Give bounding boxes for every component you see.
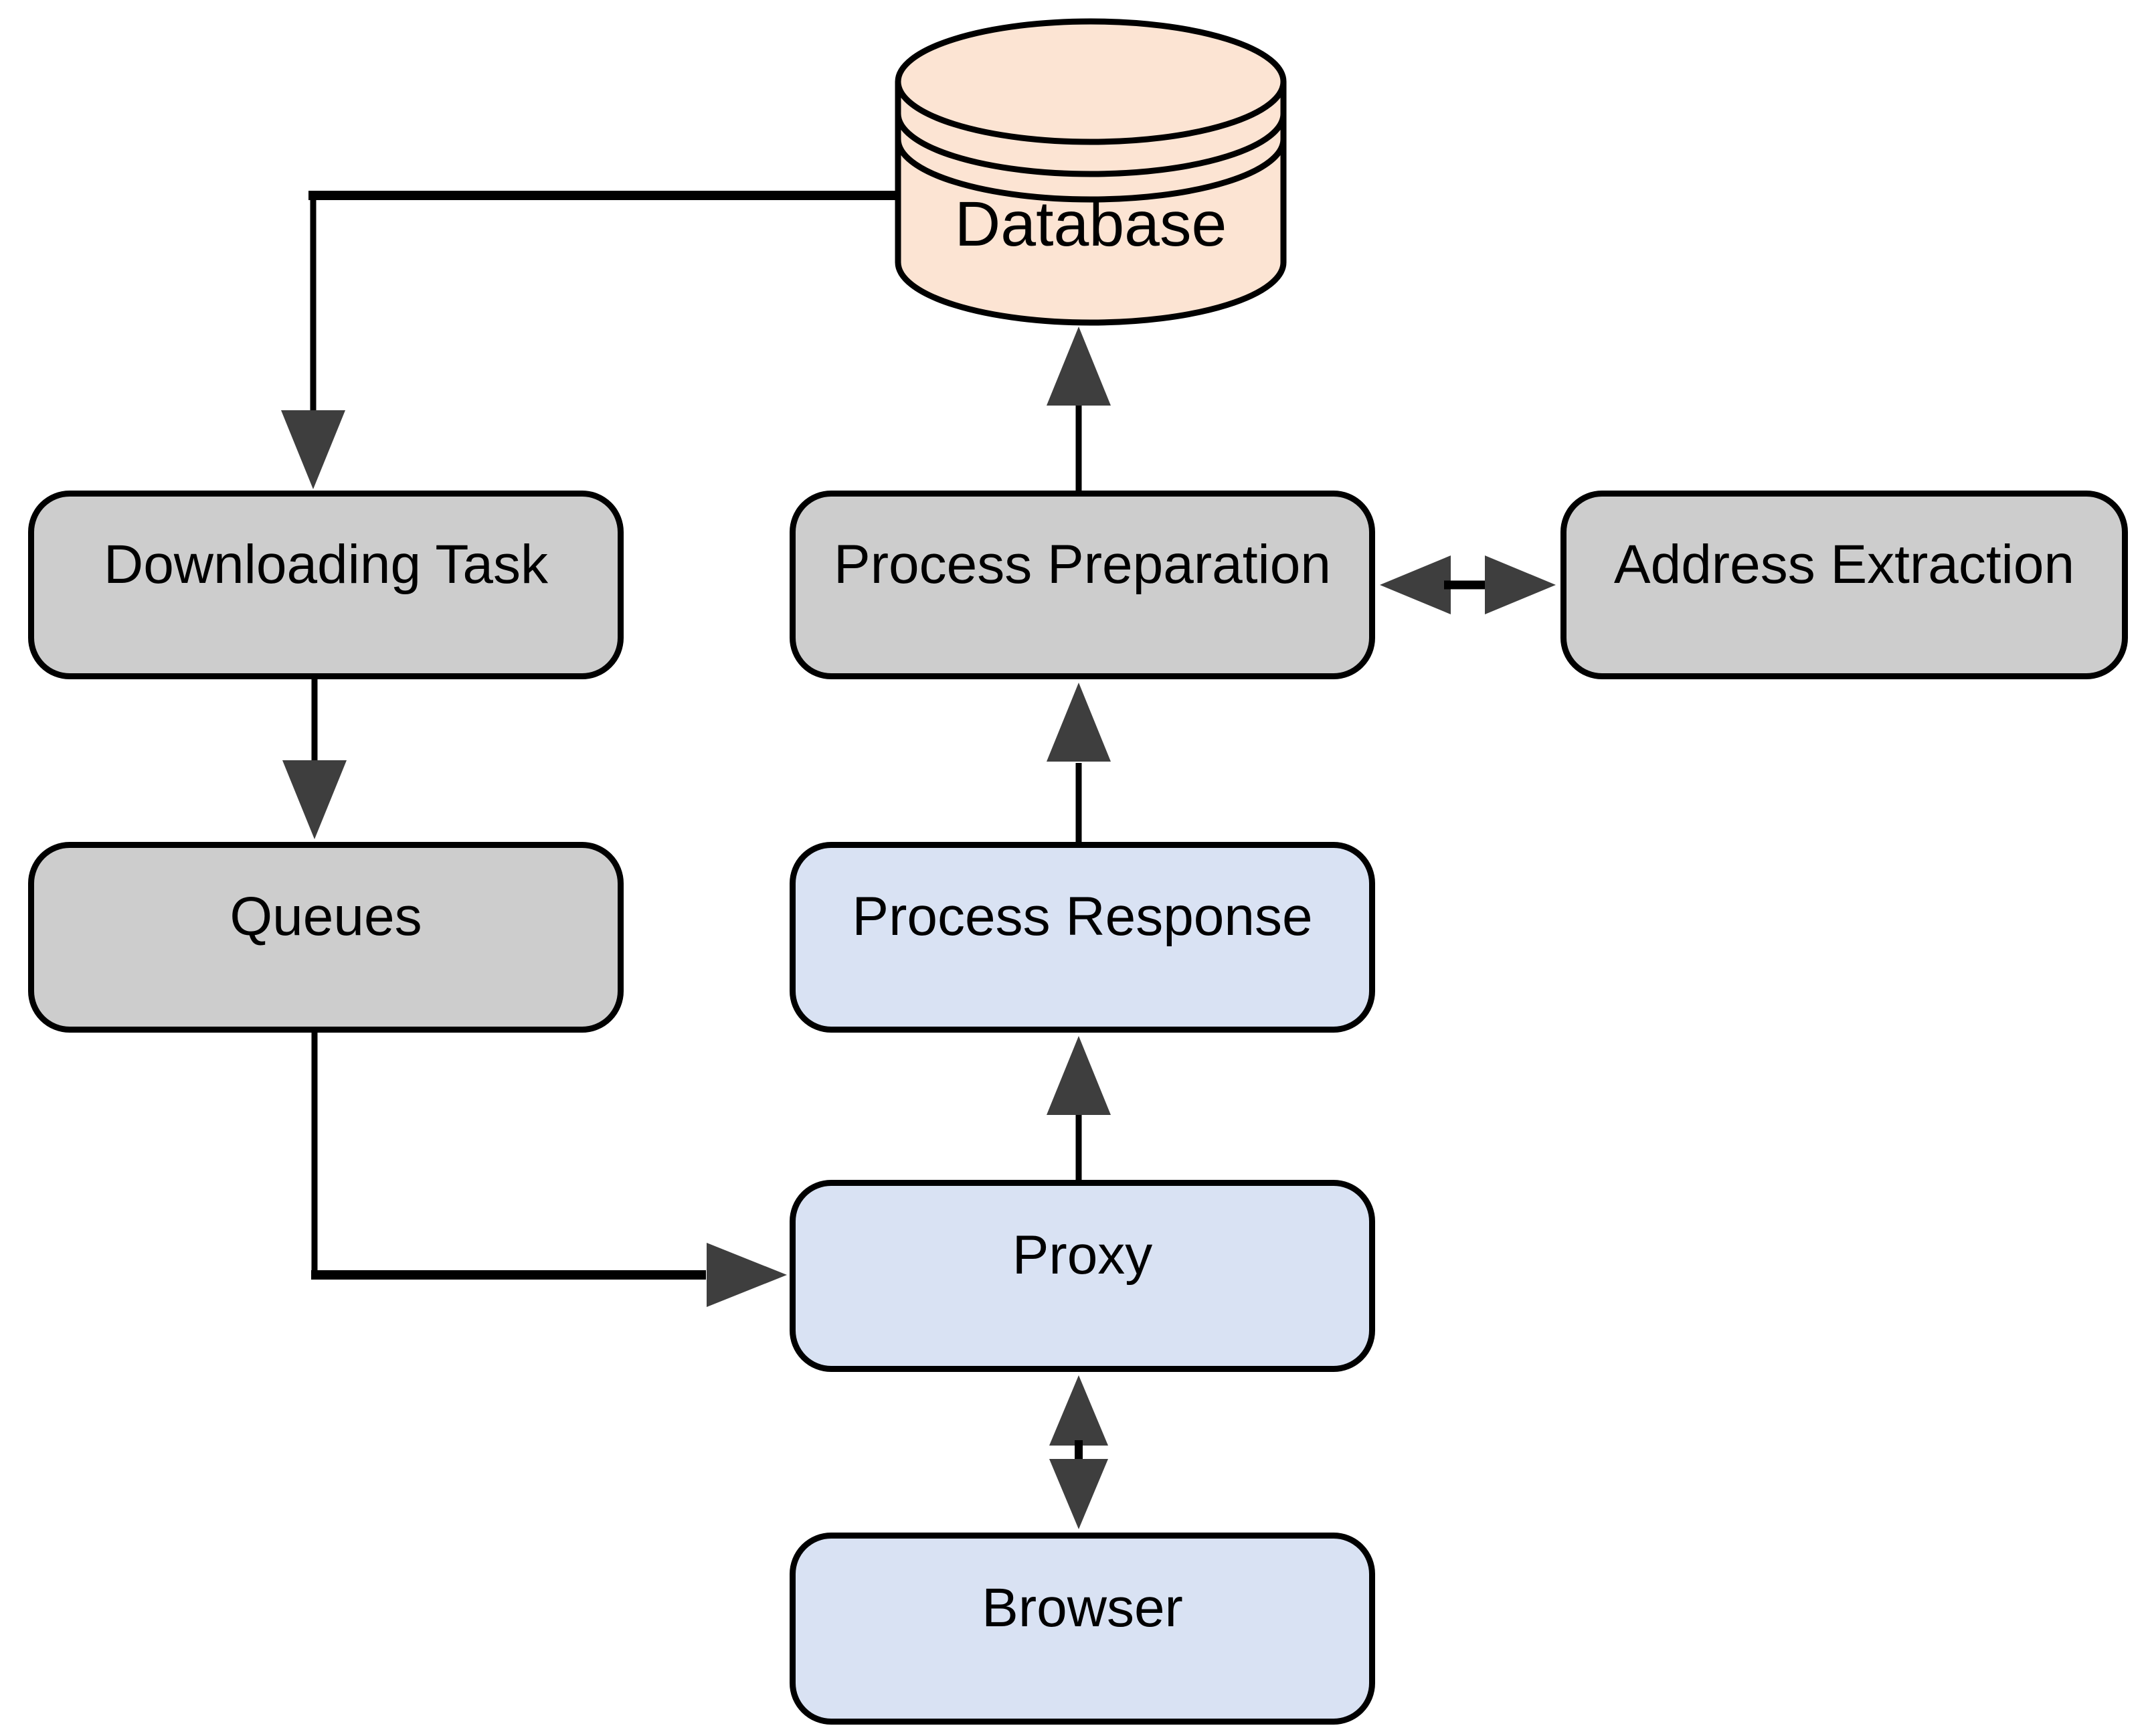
node-label: Queues — [230, 886, 422, 948]
arrowhead-down-icon — [1049, 1459, 1108, 1529]
node-downloading-task: Downloading Task — [28, 491, 624, 679]
arrowhead-down-icon — [281, 410, 345, 489]
node-label: Browser — [982, 1577, 1183, 1639]
arrowhead-up-icon — [1047, 1036, 1111, 1115]
arrowhead-right-icon — [1485, 555, 1556, 614]
node-label: Proxy — [1012, 1225, 1153, 1286]
node-label: Database — [954, 188, 1227, 260]
node-browser: Browser — [790, 1533, 1375, 1725]
database-cylinder-top — [895, 18, 1287, 145]
node-label: Process Response — [852, 886, 1313, 948]
arrowhead-up-icon — [1049, 1375, 1108, 1446]
arrowhead-left-icon — [1380, 555, 1451, 614]
arrowhead-up-icon — [1047, 683, 1111, 762]
arrowhead-right-icon — [707, 1243, 787, 1307]
database-cylinder-ring — [895, 113, 1287, 177]
arrowhead-down-icon — [282, 760, 347, 839]
node-address-extraction: Address Extraction — [1560, 491, 2128, 679]
node-label: Process Preparation — [834, 533, 1331, 595]
node-label: Downloading Task — [103, 533, 548, 595]
node-proxy: Proxy — [790, 1180, 1375, 1372]
database-cylinder-ring — [895, 139, 1287, 203]
database-cylinder — [895, 18, 1287, 326]
node-queues: Queues — [28, 842, 624, 1033]
node-database-label: Database — [890, 161, 1291, 288]
node-process-response: Process Response — [790, 842, 1375, 1033]
node-label: Address Extraction — [1613, 533, 2075, 595]
arrowhead-up-icon — [1047, 327, 1111, 406]
node-process-preparation: Process Preparation — [790, 491, 1375, 679]
